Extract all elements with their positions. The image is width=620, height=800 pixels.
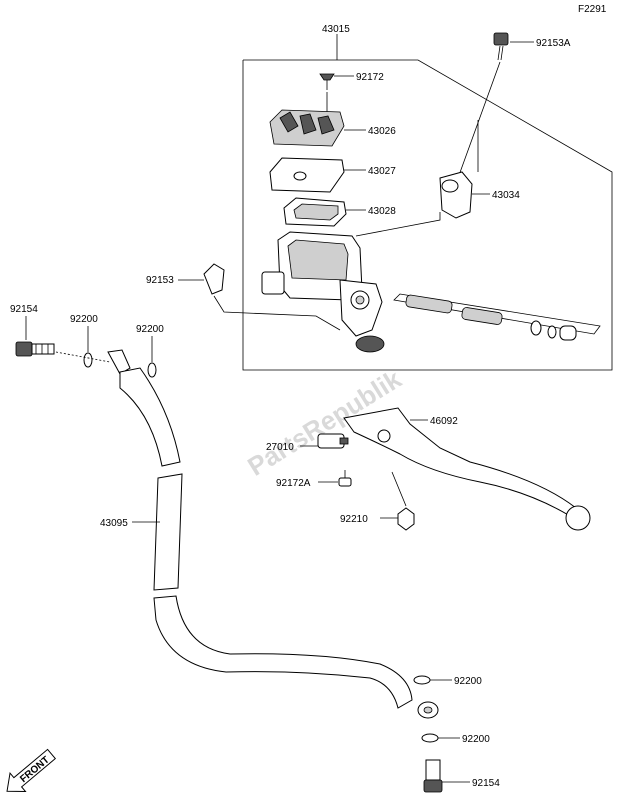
callout-43026[interactable]: 43026 — [368, 126, 396, 137]
clutch-lever-46092[interactable] — [343, 407, 591, 531]
callout-92153[interactable]: 92153 — [146, 275, 174, 286]
callout-92154-bottom[interactable]: 92154 — [472, 778, 500, 789]
callout-92154-top[interactable]: 92154 — [10, 304, 38, 315]
front-direction-arrow: FRONT — [6, 748, 57, 792]
nut-92210[interactable] — [397, 507, 415, 531]
clutch-hose-43095[interactable] — [107, 349, 439, 719]
screw-92172[interactable] — [319, 73, 335, 90]
callout-27010[interactable]: 27010 — [266, 442, 294, 453]
diaphragm-plate-43027[interactable] — [269, 157, 345, 193]
callout-92210[interactable]: 92210 — [340, 514, 368, 525]
callout-92200-c[interactable]: 92200 — [454, 676, 482, 687]
bolt-92153A[interactable] — [493, 32, 509, 61]
washer-92200-c[interactable] — [413, 675, 431, 685]
callout-92172A[interactable]: 92172A — [276, 478, 311, 489]
callout-92200-a[interactable]: 92200 — [70, 314, 98, 325]
reservoir-cap-43026[interactable] — [269, 109, 345, 147]
diaphragm-43028[interactable] — [283, 197, 347, 227]
washer-92200-d[interactable] — [421, 733, 439, 743]
piston-kit — [393, 293, 601, 341]
clutch-switch-27010[interactable] — [317, 433, 349, 449]
master-cylinder-body — [261, 231, 385, 353]
banjo-bolt-92154-top[interactable] — [15, 341, 55, 357]
callout-92153A[interactable]: 92153A — [536, 38, 571, 49]
callout-43095[interactable]: 43095 — [100, 518, 128, 529]
callout-46092[interactable]: 46092 — [430, 416, 458, 427]
callout-92172[interactable]: 92172 — [356, 72, 384, 83]
screw-92172A[interactable] — [338, 470, 352, 487]
banjo-bolt-92154-bottom[interactable] — [423, 759, 443, 793]
callout-43027[interactable]: 43027 — [368, 166, 396, 177]
callout-92200-b[interactable]: 92200 — [136, 324, 164, 335]
washer-92200-a[interactable] — [83, 352, 93, 368]
holder-clamp-43034[interactable] — [439, 171, 473, 219]
callout-92200-d[interactable]: 92200 — [462, 734, 490, 745]
bolt-92153[interactable] — [203, 263, 225, 295]
callout-43028[interactable]: 43028 — [368, 206, 396, 217]
washer-92200-b[interactable] — [147, 362, 157, 378]
callout-43015[interactable]: 43015 — [322, 24, 350, 35]
figure-code: F2291 — [578, 4, 607, 15]
callout-43034[interactable]: 43034 — [492, 190, 520, 201]
master-cylinder-assembly-frame — [242, 34, 613, 371]
